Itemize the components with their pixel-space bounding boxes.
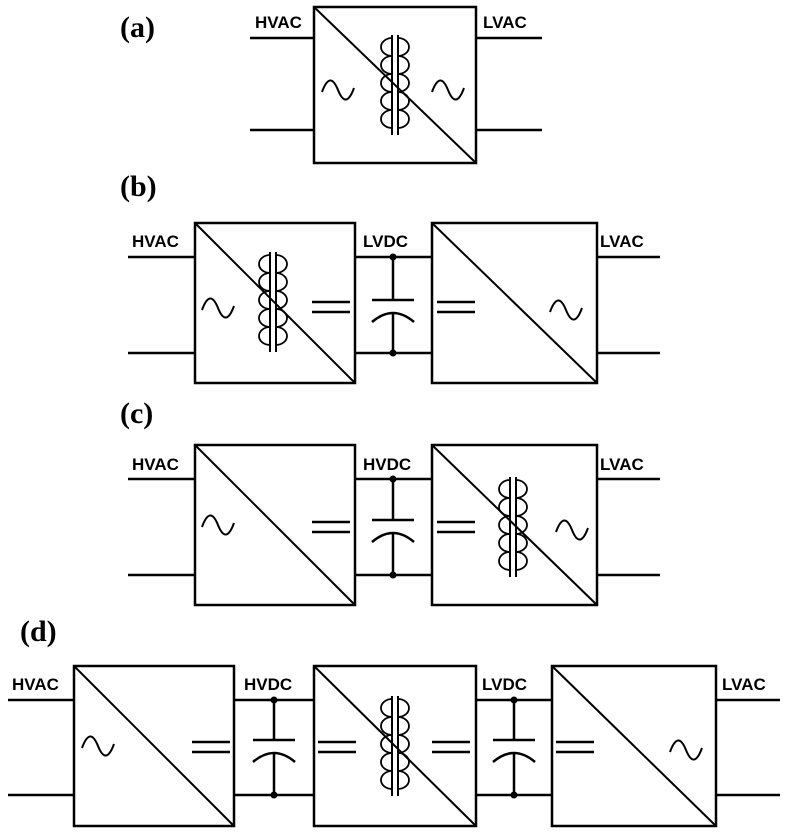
panel-a: (a) HVAC LVAC [120, 5, 542, 165]
panel-c-rectifier-diagonal [194, 444, 356, 606]
panel-b-label: (b) [120, 170, 157, 203]
panel-b-output-label: LVAC [600, 232, 644, 251]
panel-c-link-label: HVDC [363, 455, 411, 474]
panel-b-ac-sine-left-icon [201, 297, 235, 319]
panel-c-dc-ac-box [430, 443, 599, 607]
panel-a-label: (a) [120, 11, 155, 44]
panel-d-link2-label: LVDC [482, 675, 527, 694]
panel-d-dc-dc-diagonal [313, 665, 477, 827]
panel-d-dc-equals-4-icon [556, 740, 594, 754]
panel-d-inverter-diagonal [551, 665, 717, 827]
panel-b-dc-equals-right-icon [437, 300, 475, 314]
panel-d-ac-sine-left-icon [81, 735, 115, 757]
panel-a-output-label: LVAC [483, 13, 527, 32]
panel-d-capacitor-1-icon [252, 696, 296, 799]
panel-d-inverter-box [550, 664, 718, 828]
panel-a-ac-sine-right-icon [431, 79, 465, 101]
panel-c-dc-equals-right-icon [437, 520, 475, 534]
panel-d-capacitor-2-icon [492, 696, 536, 799]
panel-c-ac-sine-right-icon [555, 519, 589, 541]
panel-d-dc-equals-3-icon [432, 740, 470, 754]
panel-a-transformer-icon [380, 35, 410, 135]
panel-d: (d) HVAC HVDC LVDC LVAC [8, 615, 780, 828]
panel-c-dc-equals-left-icon [312, 520, 350, 534]
panel-d-dc-equals-2-icon [318, 740, 356, 754]
panel-d-ac-sine-right-icon [669, 739, 703, 761]
panel-b-inverter-box [430, 221, 599, 385]
panel-d-rectifier-box [72, 664, 236, 828]
panel-c-transformer-icon [498, 477, 528, 577]
panel-d-label: (d) [20, 615, 57, 648]
panel-a-ac-sine-left-icon [321, 79, 355, 101]
panel-c-rectifier-box [193, 443, 357, 607]
panel-b-ac-sine-right-icon [549, 299, 583, 321]
panel-b-inverter-diagonal [431, 222, 598, 384]
panel-d-dc-equals-1-icon [192, 740, 230, 754]
panel-b-transformer-icon [258, 252, 288, 352]
panel-c: (c) HVAC HVDC LVAC [120, 397, 660, 607]
panel-c-capacitor-icon [371, 475, 415, 579]
panel-a-diagonal [313, 6, 477, 164]
panel-b-capacitor-icon [371, 253, 415, 357]
panel-d-dc-dc-box [312, 664, 478, 828]
panel-d-input-label: HVAC [12, 675, 59, 694]
panel-d-link1-label: HVDC [244, 675, 292, 694]
panel-b-rectifier-box [193, 221, 357, 385]
panel-b-input-label: HVAC [132, 232, 179, 251]
panel-c-output-label: LVAC [600, 455, 644, 474]
panel-c-label: (c) [120, 397, 153, 430]
panel-d-output-label: LVAC [722, 675, 766, 694]
panel-a-input-label: HVAC [255, 13, 302, 32]
panel-a-converter-box [312, 5, 478, 165]
panel-b-link-label: LVDC [363, 232, 408, 251]
panel-b-dc-equals-left-icon [312, 300, 350, 314]
panel-c-input-label: HVAC [132, 455, 179, 474]
panel-c-ac-sine-left-icon [201, 514, 235, 536]
panel-d-rectifier-diagonal [73, 665, 235, 827]
panel-d-transformer-icon [380, 696, 410, 796]
panel-b: (b) HVAC LVDC LVAC [120, 170, 660, 385]
panel-c-dc-ac-diagonal [431, 444, 598, 606]
